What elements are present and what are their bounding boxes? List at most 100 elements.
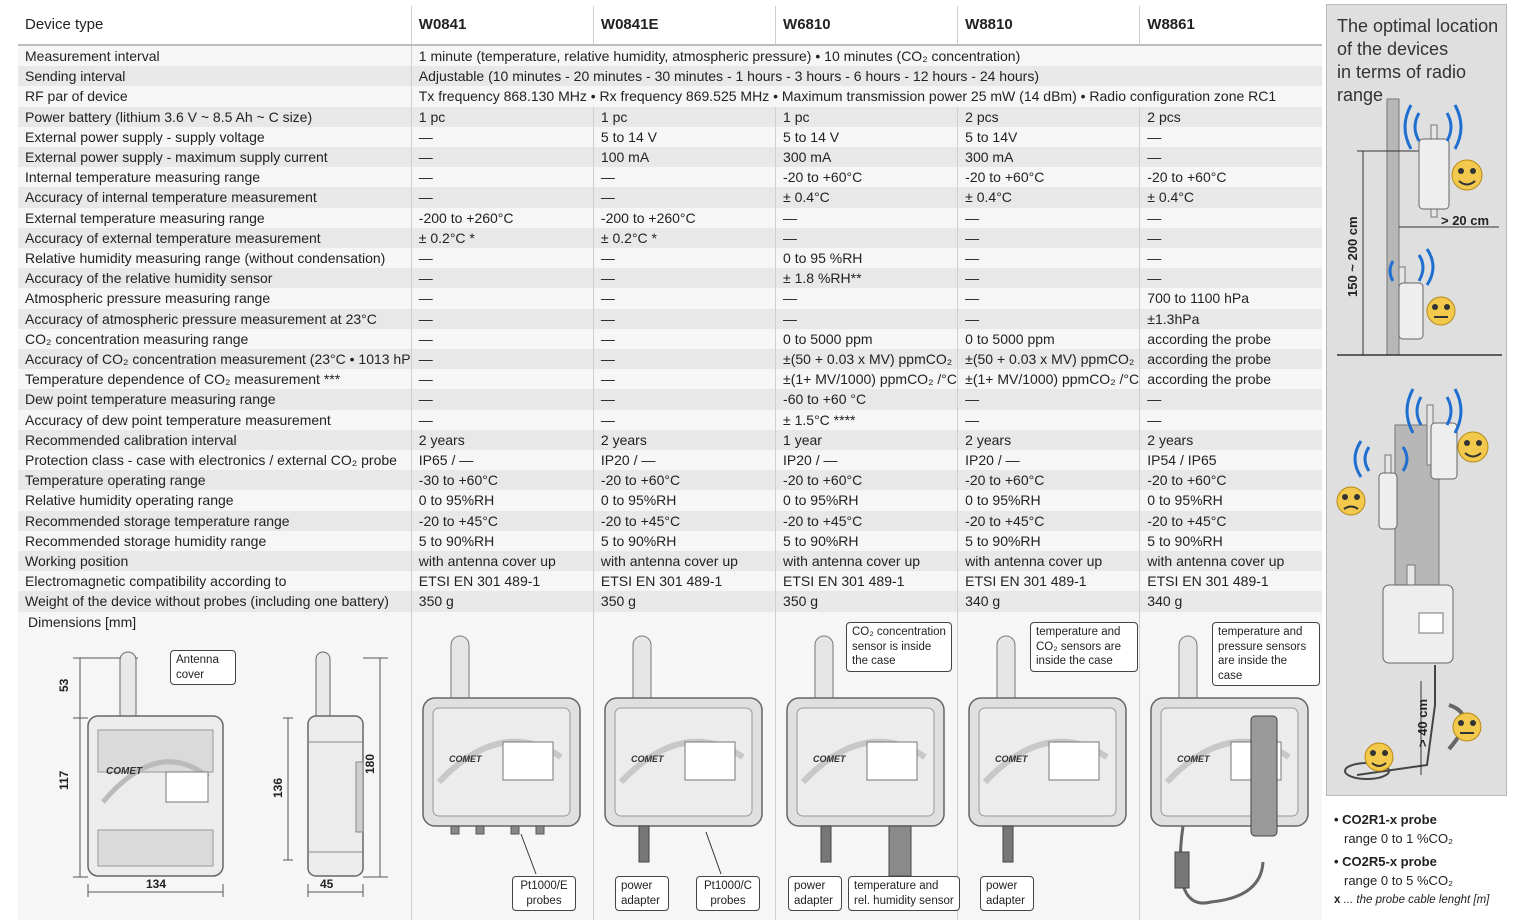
cell-w0841: -20 to +45°C (410, 510, 594, 531)
row-label: Relative humidity operating range (18, 490, 412, 511)
cell-w0841e: — (592, 187, 776, 208)
row-label: External power supply - supply voltage (18, 126, 412, 148)
cell-w8861: according the probe (1139, 328, 1322, 350)
cell-w8861: 0 to 95%RH (1139, 490, 1322, 511)
neutral-face-icon-2 (1452, 712, 1482, 742)
cell-w0841: — (410, 409, 594, 430)
header-device-w8810: W8810 (957, 6, 1140, 46)
table-row: Electromagnetic compatibility according … (18, 571, 1322, 592)
table-header-row: Device type W0841 W0841E W6810 W8810 W88… (18, 6, 1322, 46)
cell-w0841e: — (592, 167, 776, 188)
cell-w6810: 350 g (775, 591, 958, 612)
front-brand-logo: COMET (106, 766, 143, 777)
cell-w0841e: with antenna cover up (592, 551, 776, 572)
cell-w8861: — (1139, 389, 1322, 410)
row-label: Electromagnetic compatibility according … (18, 571, 412, 592)
table-row: Temperature dependence of CO₂ measuremen… (18, 369, 1322, 390)
w6810-sensor-label: temperature and rel. humidity sensor (848, 876, 960, 911)
cell-w8810: IP20 / — (957, 450, 1140, 471)
dimension-53: 53 (57, 678, 71, 692)
cell-w0841: -200 to +260°C (410, 207, 594, 228)
cell-w8810: ±(50 + 0.03 x MV) ppmCO₂ (957, 349, 1140, 370)
cell-w6810: -60 to +60 °C (775, 389, 958, 410)
cell-w0841e: ± 0.2°C * (592, 227, 776, 249)
device-drawings-area: Dimensions [mm] CO (18, 612, 1322, 920)
cell-w6810: ±(1+ MV/1000) ppmCO₂ /°C (775, 369, 958, 390)
row-label: Measurement interval (18, 45, 412, 67)
cell-w8810: with antenna cover up (957, 551, 1140, 572)
cell-w0841e: ETSI EN 301 489-1 (592, 571, 776, 592)
cell-w6810: 300 mA (775, 147, 958, 168)
row-label: Sending interval (18, 66, 412, 87)
cell-w8861: with antenna cover up (1139, 551, 1322, 572)
cell-w8861: -20 to +60°C (1139, 470, 1322, 491)
optimal-location-title: The optimal location of the devices in t… (1337, 15, 1506, 107)
cell-w8810: 5 to 90%RH (957, 530, 1140, 552)
cell-w8861: — (1139, 268, 1322, 289)
cell-w8861: 700 to 1100 hPa (1139, 288, 1322, 309)
height-label: 150 ~ 200 cm (1345, 216, 1360, 297)
row-label: RF par of device (18, 86, 412, 107)
table-row: External power supply - maximum supply c… (18, 147, 1322, 168)
cell-w8810: -20 to +60°C (957, 470, 1140, 491)
cell-w0841e: — (592, 389, 776, 410)
cell-w0841: 0 to 95%RH (410, 490, 594, 511)
table-row: Relative humidity measuring range (witho… (18, 248, 1322, 269)
row-span-value: 1 minute (temperature, relative humidity… (410, 45, 1322, 67)
happy-face-icon-2 (1457, 431, 1489, 463)
front-view-device: COMET (87, 651, 224, 877)
device-image-w0841e (605, 636, 762, 826)
cell-w6810: ± 0.4°C (775, 187, 958, 208)
row-label: External temperature measuring range (18, 207, 412, 228)
cell-w0841: — (410, 126, 594, 148)
title-line-1: The optimal location (1337, 16, 1499, 36)
row-label: Working position (18, 551, 412, 572)
table-row: Dew point temperature measuring range——-… (18, 389, 1322, 410)
row-label: External power supply - maximum supply c… (18, 147, 412, 168)
cell-w0841e: 350 g (592, 591, 776, 612)
radio-range-illustration: 150 ~ 200 cm > 20 cm (1336, 98, 1502, 780)
cell-w8861: — (1139, 248, 1322, 269)
w8861-callout: temperature and pressure sensors are ins… (1212, 622, 1320, 686)
table-row: Accuracy of dew point temperature measur… (18, 409, 1322, 430)
device-images: COMET (411, 612, 1322, 905)
cell-w8810: -20 to +60°C (957, 167, 1140, 188)
w0841-probe-label: Pt1000/E probes (512, 876, 576, 911)
cell-w8861: 2 years (1139, 429, 1322, 451)
table-row: Accuracy of internal temperature measure… (18, 187, 1322, 208)
w8810-callout: temperature and CO₂ sensors are inside t… (1030, 622, 1138, 672)
row-label: CO₂ concentration measuring range (18, 328, 412, 350)
cell-w0841: IP65 / — (410, 450, 594, 471)
probe-co2r1: • CO2R1-x probe range 0 to 1 %CO₂ (1334, 810, 1453, 848)
cell-w8861: -20 to +60°C (1139, 167, 1322, 188)
dimension-45: 45 (320, 877, 334, 891)
cell-w8861: according the probe (1139, 349, 1322, 370)
row-label: Relative humidity measuring range (witho… (18, 248, 412, 269)
cell-w0841e: — (592, 349, 776, 370)
cell-w0841e: — (592, 308, 776, 329)
cell-w0841: 2 years (410, 429, 594, 451)
table-row: Atmospheric pressure measuring range————… (18, 288, 1322, 309)
cell-w6810: 5 to 90%RH (775, 530, 958, 552)
probe-co2r1-range: range 0 to 1 %CO₂ (1344, 831, 1454, 846)
cell-w6810: — (775, 308, 958, 329)
cell-w8861: ETSI EN 301 489-1 (1139, 571, 1322, 592)
cell-w0841: — (410, 328, 594, 350)
row-label: Recommended storage humidity range (18, 530, 412, 552)
cell-w0841e: 0 to 95%RH (592, 490, 776, 511)
cell-w8861: -20 to +45°C (1139, 510, 1322, 531)
cell-w8810: — (957, 288, 1140, 309)
header-device-type: Device type (18, 6, 412, 46)
cell-w8810: 5 to 14V (957, 126, 1140, 148)
cell-w8861: — (1139, 207, 1322, 228)
cell-w6810: — (775, 288, 958, 309)
probe-co2r5-name: • CO2R5-x probe (1334, 854, 1437, 869)
cell-w0841: ETSI EN 301 489-1 (410, 571, 594, 592)
cell-w0841: — (410, 147, 594, 168)
cell-w6810: 0 to 95%RH (775, 490, 958, 511)
table-row: Accuracy of the relative humidity sensor… (18, 268, 1322, 289)
